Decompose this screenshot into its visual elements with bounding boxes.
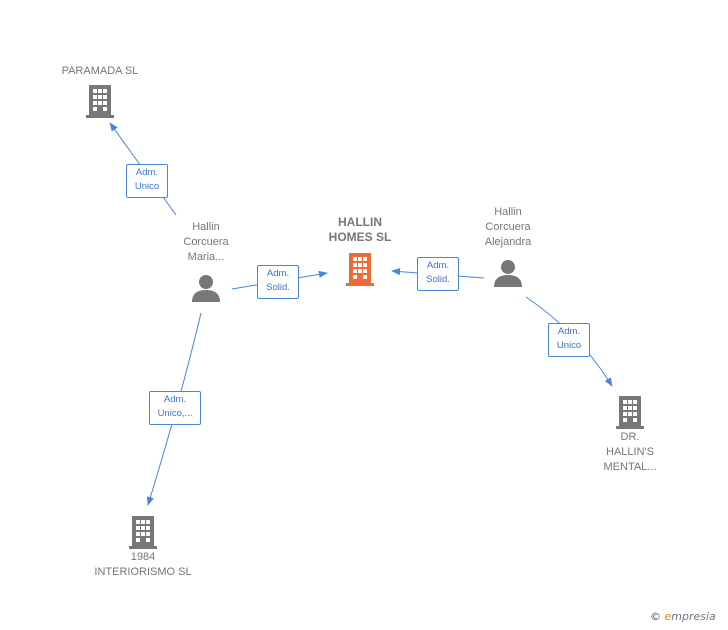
node-paramada[interactable]: PARAMADA SL: [40, 64, 160, 119]
building-icon: [129, 516, 157, 549]
node-label: 1984 INTERIORISMO SL: [94, 551, 192, 578]
edge-badge-alejandra-homes[interactable]: Adm. Solid.: [417, 257, 459, 291]
node-interiorismo[interactable]: 1984 INTERIORISMO SL: [78, 514, 208, 580]
building-icon: [616, 396, 644, 429]
node-hallin-homes[interactable]: HALLIN HOMES SL: [310, 215, 410, 287]
building-icon: [346, 253, 374, 286]
node-label: DR. HALLIN'S MENTAL...: [603, 431, 657, 473]
building-icon: [86, 85, 114, 118]
brand-name: mpresia: [671, 610, 716, 623]
node-label: Hallin Corcuera Alejandra: [484, 206, 532, 248]
person-icon: [192, 275, 220, 302]
node-alejandra[interactable]: Hallin Corcuera Alejandra: [462, 205, 554, 288]
edge-badge-maria-homes[interactable]: Adm. Solid.: [257, 265, 299, 299]
person-icon: [494, 260, 522, 287]
edge-badge-alejandra-dr[interactable]: Adm. Unico: [548, 323, 590, 357]
brand-footer: © empresia: [650, 610, 716, 623]
node-label: PARAMADA SL: [61, 65, 139, 77]
node-dr-hallins[interactable]: DR. HALLIN'S MENTAL...: [580, 394, 680, 475]
edge-badge-maria-paramada[interactable]: Adm. Unico: [126, 164, 168, 198]
brand-mark: e: [664, 610, 672, 623]
node-label: Hallin Corcuera Maria...: [183, 221, 229, 263]
edge-badge-maria-interiorismo[interactable]: Adm. Unico,...: [149, 391, 201, 425]
copyright-icon: ©: [650, 610, 661, 623]
node-maria[interactable]: Hallin Corcuera Maria...: [160, 220, 252, 303]
node-label: HALLIN HOMES SL: [328, 215, 392, 244]
